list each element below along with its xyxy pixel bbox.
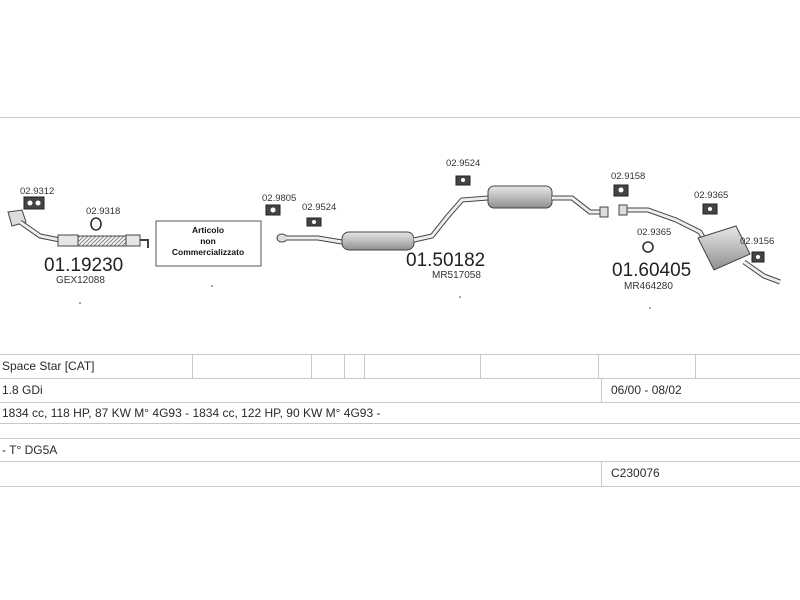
clamp-code-label: 02.9158	[611, 171, 645, 182]
date-range-cell: 06/00 - 08/02	[611, 383, 682, 397]
column-divider	[364, 355, 365, 378]
dot-marker	[211, 285, 213, 287]
clamp-02-9312[interactable]	[23, 196, 45, 210]
engine-cell: 1.8 GDi	[2, 383, 43, 397]
clamp-02-9156[interactable]	[751, 251, 765, 263]
row-divider	[0, 378, 800, 379]
clamp-02-9524[interactable]	[455, 175, 471, 186]
oem-number: MR517058	[432, 270, 481, 281]
oem-number: GEX12088	[56, 275, 105, 286]
column-divider	[598, 355, 599, 378]
column-divider	[192, 355, 193, 378]
catalog-code-cell: C230076	[611, 466, 660, 480]
front-pipe-part[interactable]	[7, 209, 149, 248]
part-number: 01.50182	[406, 250, 485, 271]
note-line: Commercializzato	[172, 247, 244, 257]
row-divider	[0, 438, 800, 439]
clamp-02-9365[interactable]	[702, 203, 718, 215]
note-line: non	[200, 236, 216, 246]
row-divider	[0, 423, 800, 424]
row-divider	[0, 486, 800, 487]
clamp-02-9805[interactable]	[265, 204, 281, 216]
note-line: Articolo	[192, 225, 224, 235]
dot-marker	[649, 307, 651, 309]
clamp-code-label: 02.9524	[446, 158, 480, 169]
row-divider	[0, 402, 800, 403]
top-border	[0, 117, 800, 118]
engine-specs-cell: 1834 cc, 118 HP, 87 KW M° 4G93 - 1834 cc…	[2, 406, 381, 420]
clamp-code-label: 02.9156	[740, 236, 774, 247]
clamp-code-label: 02.9312	[20, 186, 54, 197]
clamp-code-label: 02.9805	[262, 193, 296, 204]
column-divider	[695, 355, 696, 378]
center-silencer-part[interactable]	[276, 185, 609, 251]
column-divider	[344, 355, 345, 378]
column-divider	[601, 461, 602, 486]
column-divider	[601, 378, 602, 402]
rear-silencer-part[interactable]	[618, 204, 781, 285]
row-divider	[0, 461, 800, 462]
clamp-02-9524[interactable]	[306, 217, 322, 227]
column-divider	[480, 355, 481, 378]
diagram-bottom-border	[0, 354, 800, 355]
clamp-02-9365[interactable]	[642, 241, 654, 253]
part-number: 01.60405	[612, 260, 691, 281]
dot-marker	[459, 296, 461, 298]
clamp-code-label: 02.9524	[302, 202, 336, 213]
clamp-02-9158[interactable]	[613, 184, 629, 197]
clamp-code-label: 02.9365	[694, 190, 728, 201]
part-number: 01.19230	[44, 255, 123, 276]
clamp-02-9318[interactable]	[90, 217, 102, 231]
not-sold-note-box: Articolo non Commercializzato	[155, 220, 262, 267]
dot-marker	[79, 302, 81, 304]
column-divider	[311, 355, 312, 378]
clamp-code-label: 02.9365	[637, 227, 671, 238]
vehicle-type-cell: - T° DG5A	[2, 443, 58, 457]
exhaust-diagram: 02.9312 02.9318 01.19230 GEX12088 Artico…	[7, 158, 781, 309]
oem-number: MR464280	[624, 281, 673, 292]
clamp-code-label: 02.9318	[86, 206, 120, 217]
model-cell: Space Star [CAT]	[2, 359, 95, 373]
